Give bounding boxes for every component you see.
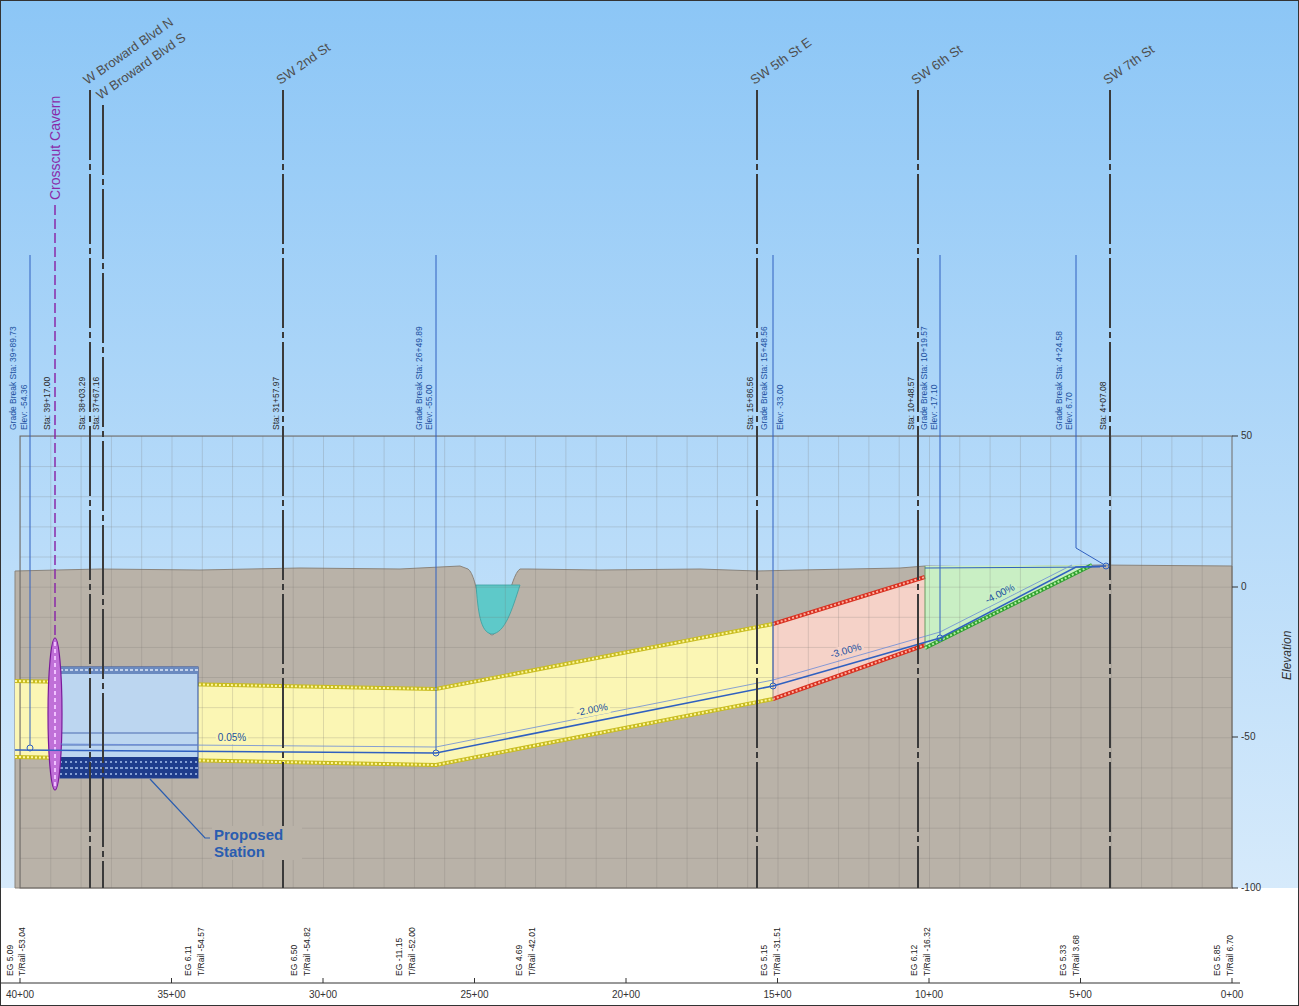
proposed-station — [60, 667, 198, 778]
profile-value: T/Rail -54.57 — [196, 927, 206, 976]
profile-value: EG 6.11 — [183, 945, 193, 976]
profile-value: T/Rail -42.01 — [527, 927, 537, 976]
profile-value: EG 5.33 — [1058, 945, 1068, 976]
profile-line — [60, 565, 1072, 747]
axis-tick-label: 0+00 — [1221, 988, 1244, 1001]
axis-tick-label: 20+00 — [612, 988, 640, 1001]
callout-label: Proposed Station — [212, 826, 302, 860]
data-band — [0, 888, 1299, 1006]
grade-break-label: Grade Break Sta: 26+49.89 — [415, 326, 424, 430]
street-name: SW 7th St — [1101, 42, 1156, 86]
station-label: Sta: 15+86.56 — [746, 377, 755, 430]
axis-tick-label: 35+00 — [157, 988, 185, 1001]
slope-label: -4.00% — [981, 581, 1018, 608]
axis-tick-label: -50 — [1241, 730, 1255, 743]
station-label: Sta: 38+03.29 — [78, 377, 87, 430]
profile-value: T/Rail -31.51 — [772, 927, 782, 976]
station-label: Sta: 39+17.00 — [43, 377, 52, 430]
profile-value: T/Rail -53.04 — [17, 927, 27, 976]
grade-break-label: Elev: 6.70 — [1065, 392, 1074, 430]
axis-ticks — [0, 436, 1240, 983]
profile-value: EG 5.09 — [5, 945, 15, 976]
profile-value: T/Rail -16.32 — [922, 927, 932, 976]
sky — [0, 0, 1299, 888]
street-lines — [90, 90, 1110, 888]
cavern-label: Crosscut Cavern — [47, 96, 63, 200]
slope-label: 0.05% — [216, 732, 248, 744]
grade-break-label: Elev: -55.00 — [425, 385, 434, 430]
leader-line — [150, 779, 210, 838]
street-name: SW 5th St E — [748, 35, 813, 86]
grade-break-lines — [27, 255, 1109, 756]
axis-tick-label: 50 — [1241, 429, 1252, 442]
axis-tick-label: -100 — [1241, 881, 1261, 894]
profile-value: EG 5.85 — [1212, 945, 1222, 976]
slope-label: -3.00% — [827, 640, 865, 661]
street-name: SW 2nd St — [274, 40, 332, 86]
profile-value: T/Rail -52.00 — [407, 927, 417, 976]
profile-value: EG 6.50 — [289, 945, 299, 976]
profile-value: EG 6.12 — [909, 945, 919, 976]
profile-value: T/Rail -54.82 — [302, 927, 312, 976]
axis-tick-label: 40+00 — [6, 988, 34, 1001]
station-label: Sta: 4+07.08 — [1099, 382, 1108, 430]
axis-tick-label: 0 — [1241, 580, 1247, 593]
profile-value: EG -11.15 — [394, 938, 404, 976]
profile-value: T/Rail 6.70 — [1225, 935, 1235, 976]
slope-label: -2.00% — [573, 701, 610, 720]
profile-value: T/Rail 3.68 — [1071, 935, 1081, 976]
station-label: Sta: 37+67.16 — [92, 377, 101, 430]
top-of-rail — [15, 566, 1106, 753]
grade-break-label: Elev: -17.10 — [930, 385, 939, 430]
grade-break-label: Elev: -54.36 — [20, 385, 29, 430]
grade-break-label: Grade Break Sta: 10+19.57 — [920, 326, 929, 430]
station-label: Sta: 31+57.97 — [272, 377, 281, 430]
axis-tick-label: 15+00 — [763, 988, 791, 1001]
street-name: SW 6th St — [909, 42, 964, 86]
axis-tick-label: 25+00 — [460, 988, 488, 1001]
grid-border — [20, 436, 1232, 888]
crosscut-cavern — [48, 205, 62, 790]
axis-tick-label: 10+00 — [915, 988, 943, 1001]
axis-tick-label: 5+00 — [1069, 988, 1092, 1001]
profile-value: EG 4.69 — [514, 945, 524, 976]
grade-break-label: Elev: -33.00 — [776, 385, 785, 430]
grid — [20, 436, 1232, 888]
axis-tick-label: 30+00 — [309, 988, 337, 1001]
axis-title: Elevation — [1280, 631, 1294, 680]
profile-value: EG 5.15 — [759, 945, 769, 976]
grade-break-label: Grade Break Sta: 39+89.73 — [9, 326, 18, 430]
grade-break-label: Grade Break Sta: 4+24.58 — [1055, 331, 1064, 430]
station-label: Sta: 10+48.57 — [907, 377, 916, 430]
grade-break-label: Grade Break Sta: 15+48.56 — [760, 326, 769, 430]
